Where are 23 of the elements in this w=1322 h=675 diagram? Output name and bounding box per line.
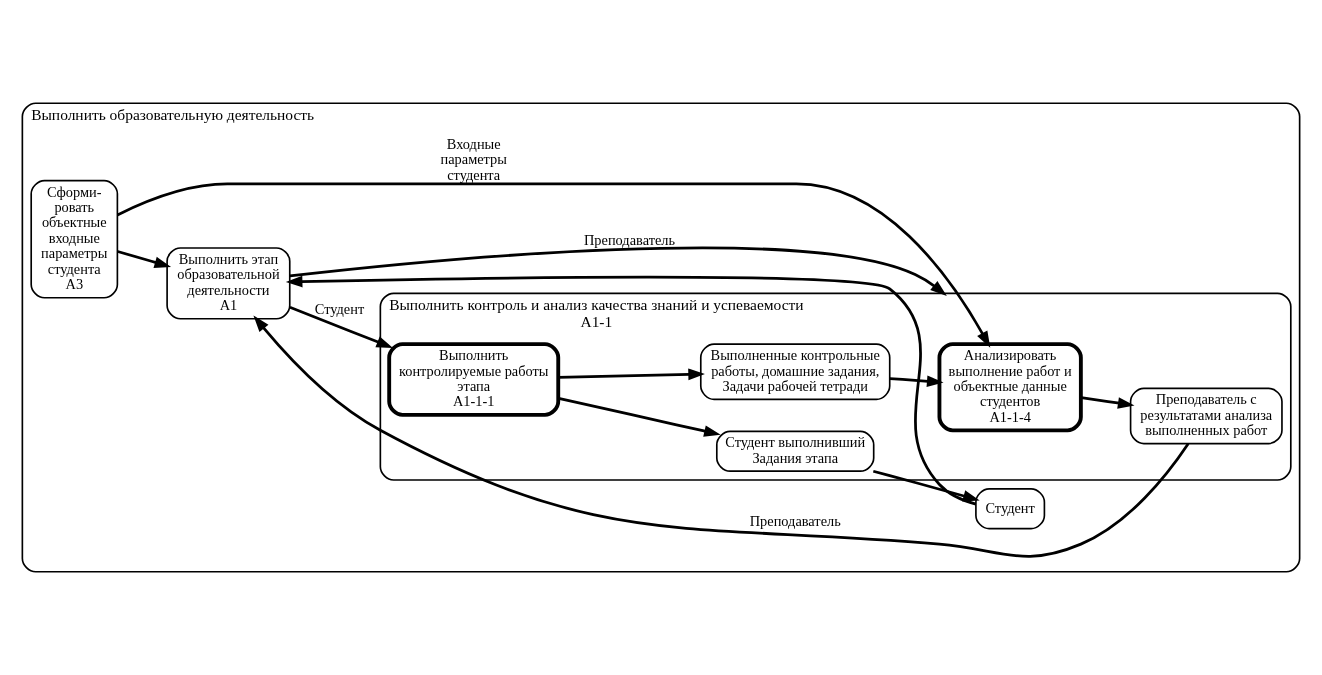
arrow	[117, 250, 172, 268]
arrow	[253, 315, 1190, 558]
node-box: Преподаватель с результатами анализа выполненных работ	[1129, 387, 1283, 445]
node-box: Выполненные контрольные работы, домашние задания, Задачи рабочей тетради	[699, 343, 891, 401]
arrow	[558, 368, 705, 381]
edge-label: Входные параметры студента	[440, 136, 507, 183]
arrow	[1081, 396, 1135, 409]
arrow	[116, 182, 991, 348]
node-box: Сформи- ровать объектные входные параметры студента A3	[30, 179, 119, 299]
arrow	[285, 275, 977, 506]
node-box: Выполнить этап образовательной деятельности A1	[166, 247, 291, 320]
arrow	[289, 246, 947, 296]
node-box: Анализировать выполнение работ и объектные данные студентов A1-1-4	[937, 342, 1083, 433]
edge-label: Студент	[314, 300, 365, 317]
arrow	[872, 469, 980, 502]
arrow	[889, 375, 944, 388]
arrow	[558, 396, 721, 437]
edge-label: Преподаватель	[749, 512, 841, 529]
node-box: Студент выполнивший Задания этапа	[715, 430, 875, 472]
node-box: Студент	[975, 488, 1046, 530]
edge-label: Преподаватель	[584, 232, 676, 249]
node-box: Выполнить контролируемые работы этапа A1-1-1	[387, 342, 561, 417]
arrow	[289, 305, 393, 348]
